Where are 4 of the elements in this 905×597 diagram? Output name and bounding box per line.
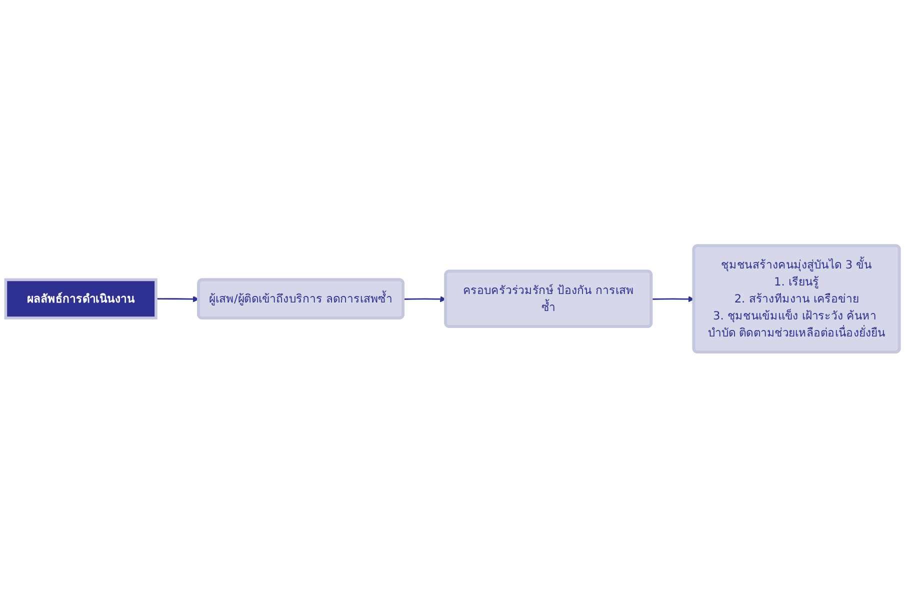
arrow (403, 296, 446, 302)
arrow (156, 296, 200, 302)
arrow (652, 296, 694, 302)
node-box: ผลลัพธ์การดำเนินงาน (4, 278, 158, 320)
